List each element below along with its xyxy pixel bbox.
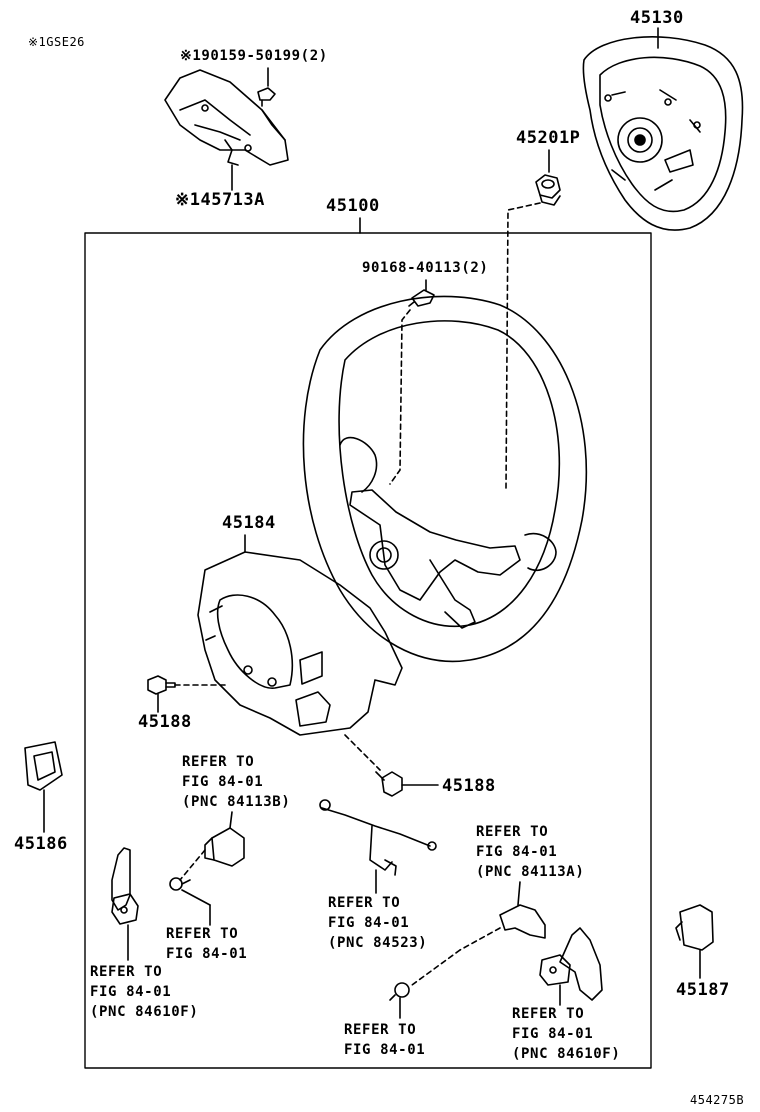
screw-small-right xyxy=(389,982,410,1001)
ref-fig-b: REFER TO FIG 84-01 xyxy=(344,1020,425,1060)
ref-84113B-line3: (PNC 84113B) xyxy=(182,794,291,810)
switch-84113A xyxy=(499,881,546,939)
paddle-right-84610F xyxy=(539,927,603,1001)
ref-84113B-line1: REFER TO xyxy=(182,754,255,770)
ref-84610F-left-line3: (PNC 84610F) xyxy=(90,1004,199,1020)
ref-84113A-line1: REFER TO xyxy=(476,824,549,840)
screw-90168 xyxy=(408,289,435,307)
ref-84113A-line3: (PNC 84113A) xyxy=(476,864,585,880)
ref-84113B-line2: FIG 84-01 xyxy=(182,774,264,790)
ref-84523: REFER TO FIG 84-01 (PNC 84523) xyxy=(328,893,427,953)
ref-fig-b-line2: FIG 84-01 xyxy=(344,1042,426,1058)
screw-90159 xyxy=(257,87,276,107)
switch-84113B xyxy=(204,811,245,867)
part-number-45187: 45187 xyxy=(676,980,730,1000)
header-note: ※1GSE26 xyxy=(28,35,85,49)
part-number-45188-right: 45188 xyxy=(442,776,496,796)
ref-84113A: REFER TO FIG 84-01 (PNC 84113A) xyxy=(476,822,584,882)
ref-fig-b-line1: REFER TO xyxy=(344,1022,417,1038)
part-number-90168: 90168-40113(2) xyxy=(362,260,489,276)
part-number-45184: 45184 xyxy=(222,513,276,533)
ref-84610F-right-line3: (PNC 84610F) xyxy=(512,1046,621,1062)
ref-84610F-right: REFER TO FIG 84-01 (PNC 84610F) xyxy=(512,1004,620,1064)
part-number-45130: 45130 xyxy=(630,8,684,28)
part-number-45188-left: 45188 xyxy=(138,712,192,732)
ref-fig-a: REFER TO FIG 84-01 xyxy=(166,924,247,964)
ref-84610F-left: REFER TO FIG 84-01 (PNC 84610F) xyxy=(90,962,198,1022)
nut-45201P xyxy=(535,174,561,206)
ref-84610F-left-line2: FIG 84-01 xyxy=(90,984,172,1000)
part-number-45100: 45100 xyxy=(326,196,380,216)
ref-fig-a-line2: FIG 84-01 xyxy=(166,946,248,962)
steering-wheel-45100 xyxy=(302,295,588,663)
cap-45186 xyxy=(24,741,63,791)
screw-small-left xyxy=(169,877,191,891)
part-number-45186: 45186 xyxy=(14,834,68,854)
screw-45188-right xyxy=(375,771,403,797)
dashed-45201P xyxy=(505,202,541,489)
drawing-number: 454275B xyxy=(690,1093,745,1107)
assembly-frame xyxy=(84,232,652,1069)
ref-84523-line3: (PNC 84523) xyxy=(328,935,428,951)
cap-45187 xyxy=(675,904,714,951)
part-number-45201P: 45201P xyxy=(516,128,581,148)
paddle-left-84610F xyxy=(111,847,139,925)
dashed-90168 xyxy=(389,309,411,485)
ref-84610F-right-line1: REFER TO xyxy=(512,1006,585,1022)
ref-84610F-right-line2: FIG 84-01 xyxy=(512,1026,594,1042)
airbag-pad-45130 xyxy=(582,36,744,231)
ref-84523-line2: FIG 84-01 xyxy=(328,915,410,931)
ref-fig-a-line1: REFER TO xyxy=(166,926,239,942)
part-number-45713A: ※145713A xyxy=(175,190,265,210)
ref-84113A-line2: FIG 84-01 xyxy=(476,844,558,860)
ref-84113B: REFER TO FIG 84-01 (PNC 84113B) xyxy=(182,752,290,812)
lower-cover-45184 xyxy=(197,551,403,736)
harness-84523 xyxy=(319,799,437,876)
ref-84610F-left-line1: REFER TO xyxy=(90,964,163,980)
cover-45713A xyxy=(164,69,289,166)
screw-45188-left xyxy=(147,675,176,695)
part-number-90159: ※190159-50199(2) xyxy=(180,48,328,64)
ref-84523-line1: REFER TO xyxy=(328,895,401,911)
